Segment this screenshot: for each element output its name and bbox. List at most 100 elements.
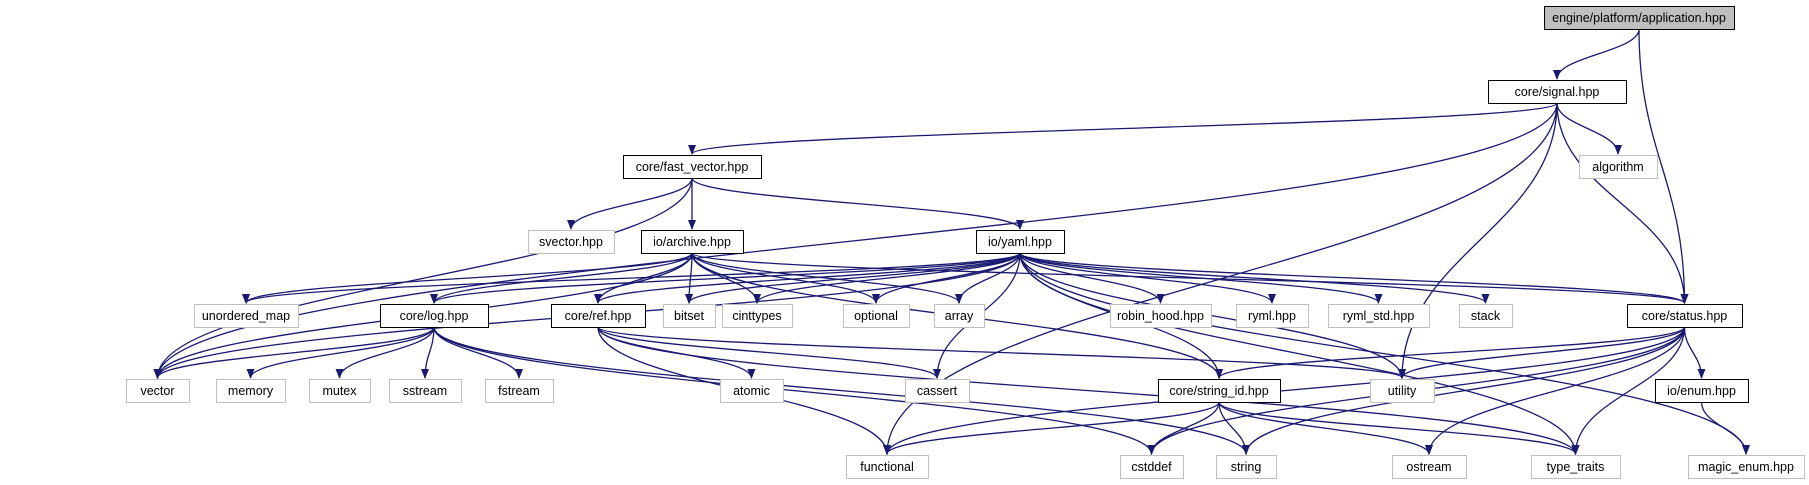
node-box (1392, 455, 1467, 479)
node-box (216, 379, 286, 403)
node-box (976, 230, 1065, 254)
node-yaml[interactable]: io/yaml.hpp (976, 230, 1065, 254)
node-string-id[interactable]: core/string_id.hpp (1158, 379, 1281, 403)
node-archive[interactable]: io/archive.hpp (641, 230, 744, 254)
node-sstream: sstream (389, 379, 462, 403)
node-label: core/fast_vector.hpp (636, 160, 749, 174)
node-ostream: ostream (1392, 455, 1467, 479)
node-label: mutex (322, 384, 357, 398)
edge-status-to-ostream (1425, 326, 1686, 455)
node-bitset: bitset (663, 304, 716, 328)
node-enum[interactable]: io/enum.hpp (1655, 379, 1749, 403)
edge-yaml-to-log (430, 252, 1021, 304)
node-signal[interactable]: core/signal.hpp (1488, 80, 1627, 104)
node-label: fstream (498, 384, 540, 398)
node-label: io/yaml.hpp (988, 235, 1052, 249)
node-label: core/signal.hpp (1515, 85, 1600, 99)
node-ref[interactable]: core/ref.hpp (551, 304, 646, 328)
node-box (641, 230, 744, 254)
node-magic-enum: magic_enum.hpp (1688, 455, 1805, 479)
node-box (1236, 304, 1309, 328)
edge-yaml-to-unordered_map (242, 252, 1021, 304)
node-label: robin_hood.hpp (1117, 309, 1204, 323)
edge-yaml-to-array (955, 252, 1021, 304)
dependency-nodes: engine/platform/application.hpp core/sign… (126, 6, 1805, 479)
edge-status-to-enum (1683, 326, 1706, 379)
node-box (1120, 455, 1184, 479)
edge-status-to-type_traits (1571, 326, 1686, 455)
node-box (843, 304, 910, 328)
node-fast-vector[interactable]: core/fast_vector.hpp (623, 155, 762, 179)
node-box (905, 379, 970, 403)
node-box (485, 379, 554, 403)
node-array: array (934, 304, 985, 328)
node-label: cassert (917, 384, 958, 398)
node-label: svector.hpp (539, 235, 603, 249)
node-box (1627, 304, 1743, 328)
node-label: sstream (403, 384, 447, 398)
node-label: memory (228, 384, 274, 398)
edge-enum-to-magic_enum (1700, 401, 1750, 455)
edge-fast_vector-to-svector (567, 177, 693, 230)
node-label: core/ref.hpp (565, 309, 632, 323)
dependency-edges (153, 28, 1750, 455)
edge-status-to-utility (1398, 326, 1686, 379)
edge-string_id-to-ostream (1218, 401, 1433, 455)
node-box (551, 304, 646, 328)
node-cinttypes: cinttypes (722, 304, 793, 328)
node-ryml-std: ryml_std.hpp (1328, 304, 1430, 328)
node-box (663, 304, 716, 328)
node-label: ryml.hpp (1248, 309, 1296, 323)
node-box (623, 155, 762, 179)
node-status[interactable]: core/status.hpp (1627, 304, 1743, 328)
edge-archive-to-log (430, 252, 693, 304)
edge-archive-to-optional (691, 252, 880, 304)
node-box (720, 379, 784, 403)
edge-archive-to-unordered_map (242, 252, 693, 304)
node-label: optional (854, 309, 898, 323)
node-box (1459, 304, 1513, 328)
node-box (1328, 304, 1430, 328)
node-box (1216, 455, 1277, 479)
node-application[interactable]: engine/platform/application.hpp (1544, 6, 1735, 30)
edge-status-to-functional (883, 326, 1686, 455)
edge-log-to-fstream (433, 326, 523, 379)
edge-log-to-sstream (421, 326, 435, 379)
node-label: ryml_std.hpp (1343, 309, 1415, 323)
node-label: io/enum.hpp (1667, 384, 1736, 398)
node-label: engine/platform/application.hpp (1552, 11, 1726, 25)
node-box (1688, 455, 1805, 479)
node-functional: functional (846, 455, 929, 479)
node-box (389, 379, 462, 403)
node-label: type_traits (1547, 460, 1605, 474)
node-label: bitset (674, 309, 704, 323)
edge-fast_vector-to-vector (153, 177, 693, 379)
node-cassert: cassert (905, 379, 970, 403)
node-unordered-map: unordered_map (194, 304, 299, 328)
edge-ref-to-cassert (597, 326, 941, 379)
node-box (309, 379, 371, 403)
node-svector: svector.hpp (528, 230, 615, 254)
edge-archive-to-bitset (685, 252, 694, 304)
edge-yaml-to-bitset (685, 252, 1021, 304)
edge-yaml-to-type_traits (1019, 252, 1580, 455)
node-box (1655, 379, 1749, 403)
node-box (934, 304, 985, 328)
node-log[interactable]: core/log.hpp (380, 304, 489, 328)
node-label: vector (140, 384, 174, 398)
edge-string_id-to-type_traits (1218, 401, 1580, 455)
node-atomic: atomic (720, 379, 784, 403)
node-cstddef: cstddef (1120, 455, 1184, 479)
edge-archive-to-status (691, 252, 1689, 304)
edge-yaml-to-magic_enum (1019, 252, 1750, 455)
node-optional: optional (843, 304, 910, 328)
edge-status-to-string_id (1215, 326, 1686, 379)
node-label: cinttypes (732, 309, 781, 323)
node-box (380, 304, 489, 328)
edge-string_id-to-functional (883, 401, 1220, 455)
edge-signal-to-status (1556, 102, 1689, 304)
edge-string_id-to-cstddef (1147, 401, 1220, 455)
node-label: atomic (733, 384, 770, 398)
node-vector: vector (126, 379, 190, 403)
edge-log-to-cstddef (433, 326, 1156, 455)
